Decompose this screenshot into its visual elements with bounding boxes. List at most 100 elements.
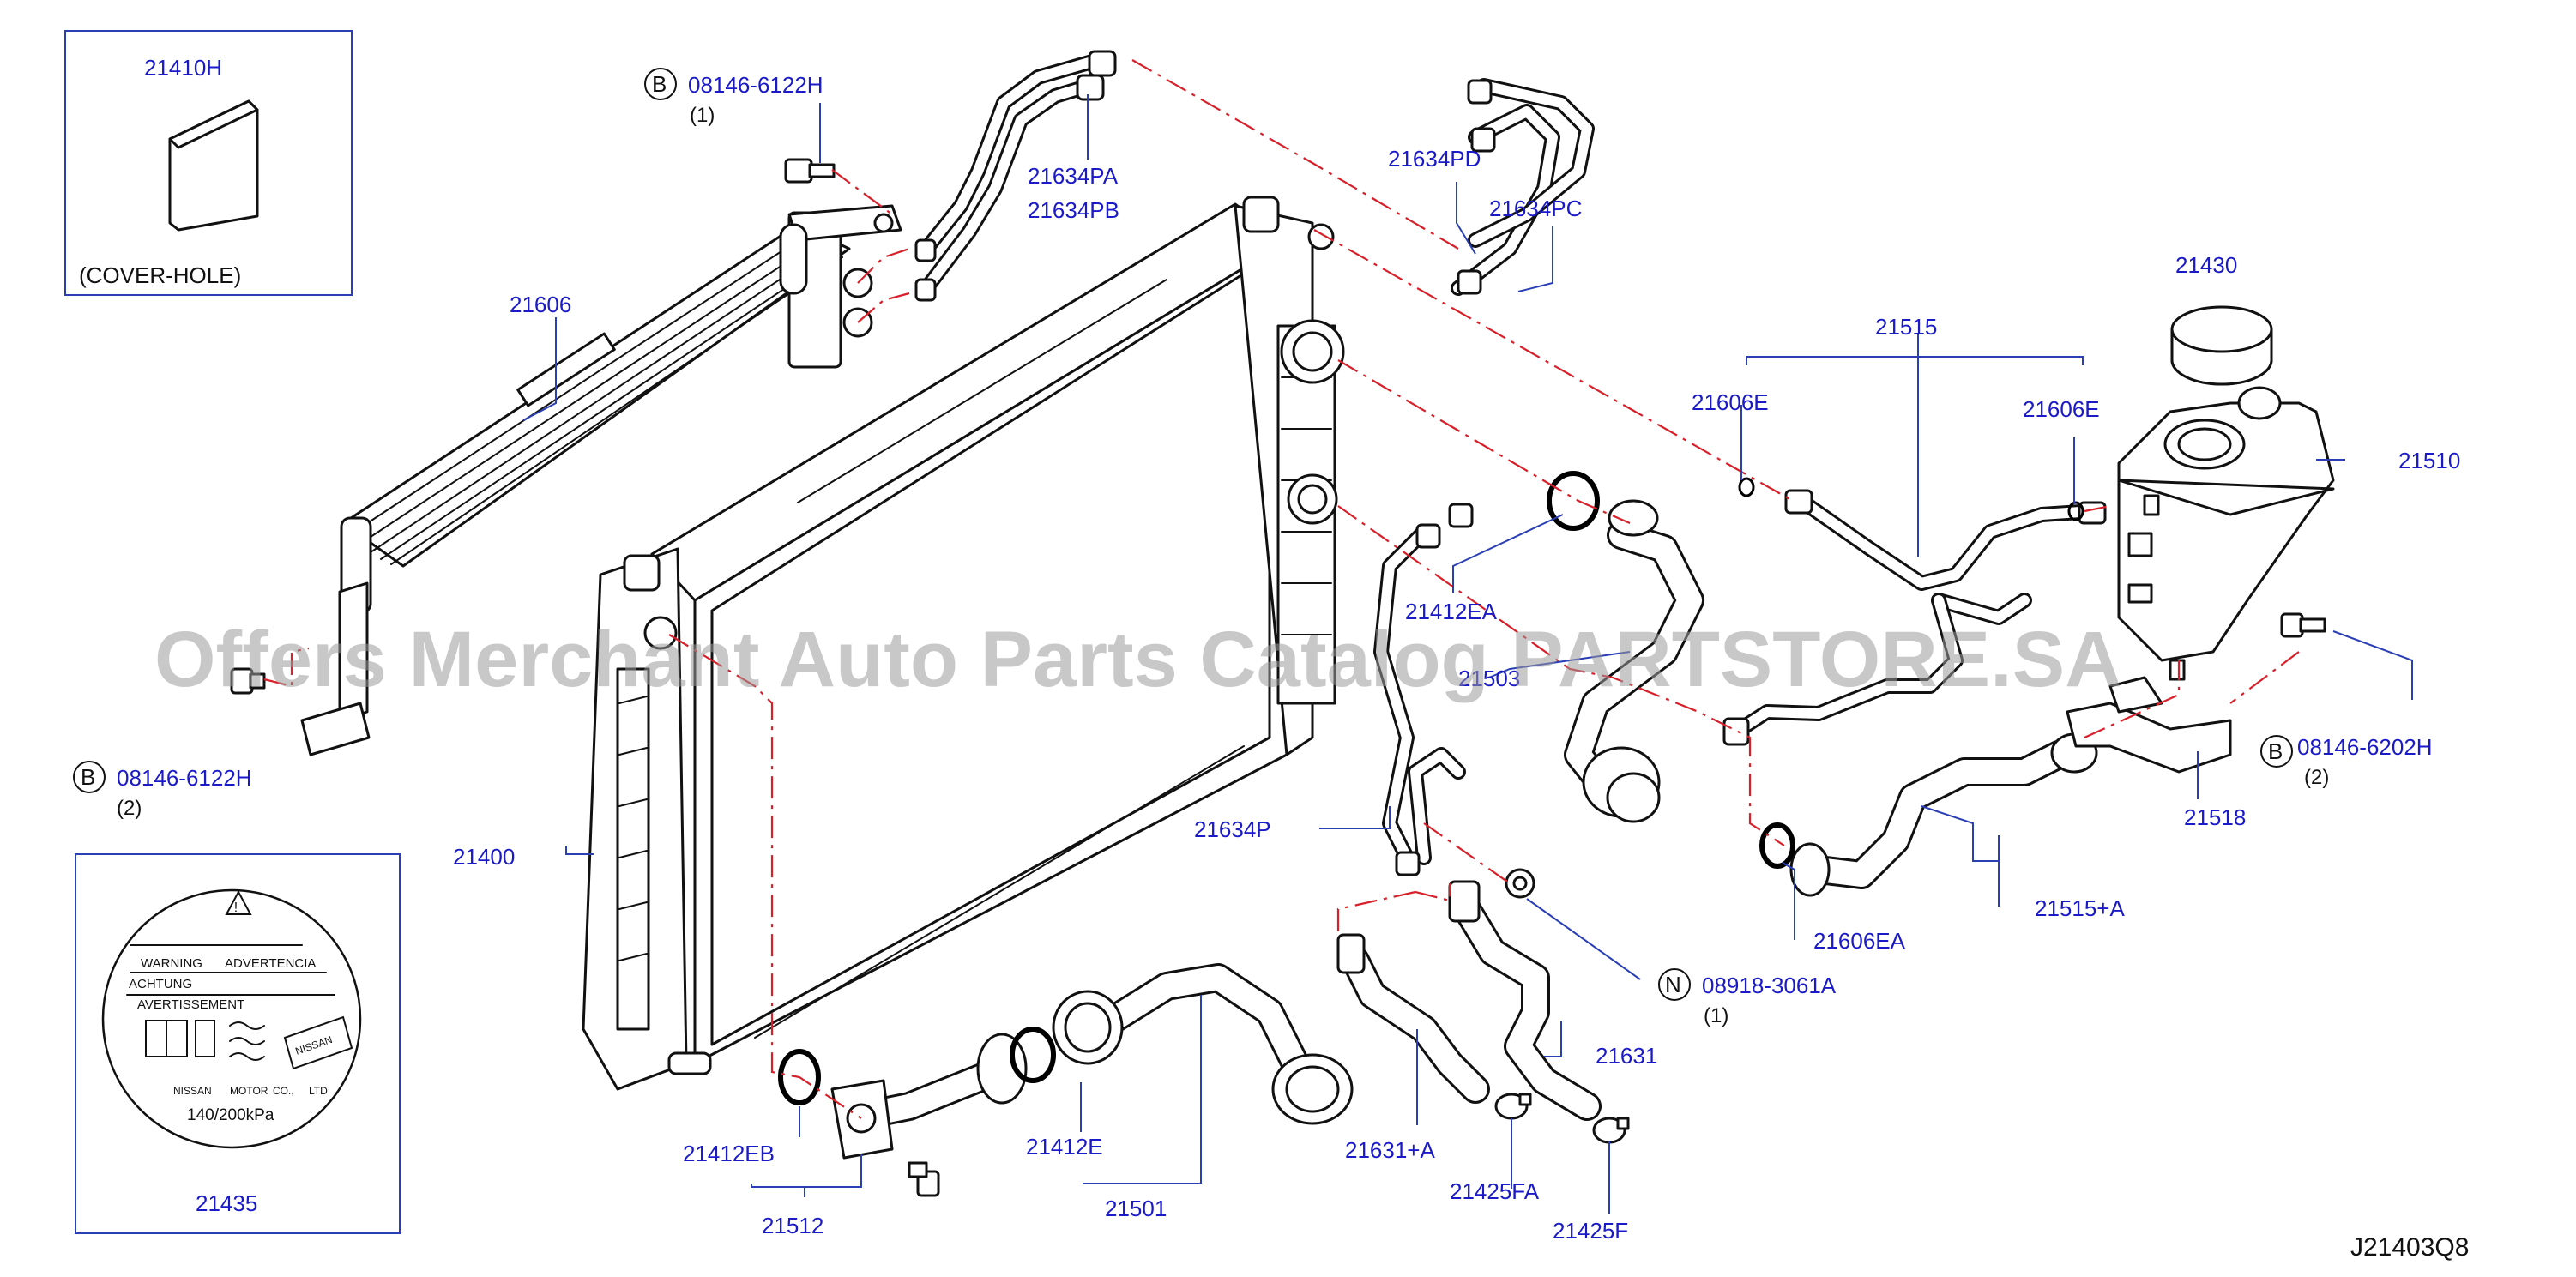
quantity-right: (2) <box>2304 766 2329 789</box>
part-number-21515-A[interactable]: 21515+A <box>2035 895 2125 921</box>
oil-cooler <box>300 204 902 756</box>
marker-n-letter: N <box>1665 972 1681 997</box>
o-ring-21412EA <box>1547 471 1600 531</box>
leader-lines <box>522 94 2413 1214</box>
oil-cooler-bracket-left <box>338 581 369 722</box>
radiator-drain-plug <box>667 1051 712 1075</box>
part-number-21400[interactable]: 21400 <box>453 844 515 870</box>
plug-08918-3061A <box>1505 868 1535 899</box>
marker-b-left: B <box>73 761 106 793</box>
part-number-08146-6122H-top[interactable]: 08146-6122H <box>688 72 823 98</box>
part-number-08918-3061A[interactable]: 08918-3061A <box>1702 973 1837 998</box>
part-number-21425F[interactable]: 21425F <box>1553 1218 1628 1244</box>
part-number-21634PB[interactable]: 21634PB <box>1028 197 1119 223</box>
label-nissan: NISSAN <box>173 1085 212 1097</box>
inset-cover-frame <box>64 30 353 296</box>
reservoir-outlet <box>2169 659 2186 681</box>
label-avertissement: AVERTISSEMENT <box>137 997 244 1012</box>
radiator-core-inner <box>710 256 1271 1046</box>
reservoir-tank-21510 <box>2117 386 2335 681</box>
reservoir-cap-21430 <box>2170 305 2273 386</box>
part-number-21435[interactable]: 21435 <box>196 1190 257 1216</box>
quantity-n: (1) <box>1704 1004 1728 1027</box>
reservoir-mark-1 <box>2127 532 2153 557</box>
part-number-21412E[interactable]: 21412E <box>1026 1134 1103 1160</box>
oil-cooler-stud <box>779 223 808 295</box>
nissan-tag-icon <box>283 1015 353 1070</box>
part-number-21631-A[interactable]: 21631+A <box>1345 1137 1435 1163</box>
lower-hose-21501 <box>1052 963 1354 1125</box>
steam-icon <box>229 1021 265 1061</box>
watermark-text: Offers Merchant Auto Parts Catalog PARTS… <box>154 616 2122 703</box>
part-number-21515[interactable]: 21515 <box>1875 314 1937 340</box>
o-ring-21606E-right <box>2067 501 2084 521</box>
part-number-08146-6122H-left[interactable]: 08146-6122H <box>117 765 252 791</box>
part-number-21518[interactable]: 21518 <box>2184 804 2246 830</box>
part-number-21634P[interactable]: 21634P <box>1194 816 1271 842</box>
label-co: CO., <box>273 1085 294 1097</box>
marker-b-right: B <box>2260 735 2293 768</box>
marker-n-right: N <box>1658 968 1691 1001</box>
part-number-08146-6202H[interactable]: 08146-6202H <box>2297 734 2433 760</box>
part-number-21634PC[interactable]: 21634PC <box>1489 196 1582 221</box>
oil-cooler-body <box>341 223 851 568</box>
hose-21631-A <box>1336 933 1490 1104</box>
radiator <box>582 196 1345 1091</box>
inset-caution-label: ! WARNING ADVERTENCIA ACHTUNG AVERTISSEM… <box>75 853 401 1234</box>
warning-triangle-icon <box>225 889 252 915</box>
o-ring-21412EB <box>778 1049 821 1105</box>
radiator-drain-cap <box>623 554 661 592</box>
part-number-21631[interactable]: 21631 <box>1596 1043 1657 1069</box>
hand-icon <box>195 1020 215 1057</box>
part-number-21510[interactable]: 21510 <box>2398 448 2460 473</box>
part-number-21606E-right[interactable]: 21606E <box>2023 396 2100 422</box>
reservoir-seam <box>2117 479 2335 516</box>
part-number-21412EA[interactable]: 21412EA <box>1405 599 1498 624</box>
cover-hole-caption: (COVER-HOLE) <box>79 262 241 288</box>
marker-b-right-letter: B <box>2268 738 2283 764</box>
marker-b-top-letter: B <box>652 71 667 97</box>
part-number-21425FA[interactable]: 21425FA <box>1450 1178 1540 1204</box>
upper-hose-21503 <box>1564 499 1704 823</box>
oil-cooler-tab <box>300 702 371 756</box>
oil-cooler-pipes-upper <box>914 50 1117 302</box>
bolt-08146-6202H <box>2280 612 2326 638</box>
bracket-body <box>2066 702 2232 774</box>
radiator-left-tank-ribs <box>616 667 650 1031</box>
part-number-21634PA[interactable]: 21634PA <box>1028 163 1119 189</box>
part-number-21634PD[interactable]: 21634PD <box>1388 146 1481 172</box>
oil-cooler-pipe-21634P <box>1373 503 1474 876</box>
marker-b-left-letter: B <box>81 764 95 790</box>
bolt-08146-6122H-left <box>230 667 266 695</box>
hose-21631 <box>1448 880 1602 1121</box>
part-number-21412EB[interactable]: 21412EB <box>683 1141 775 1166</box>
part-number-21503[interactable]: 21503 <box>1458 666 1520 691</box>
caution-label-disc <box>101 888 362 1149</box>
clamp-21425F <box>1592 1117 1630 1144</box>
reservoir-body <box>2117 401 2335 662</box>
part-number-21410H[interactable]: 21410H <box>144 55 222 81</box>
part-number-21512[interactable]: 21512 <box>762 1213 823 1238</box>
part-number-21430[interactable]: 21430 <box>2175 252 2237 278</box>
clamp-21425FA <box>1494 1093 1532 1120</box>
oil-cooler-stripe <box>516 332 616 407</box>
part-number-21606[interactable]: 21606 <box>510 292 571 317</box>
alignment-lines <box>263 59 2300 1119</box>
o-ring-21606E-left <box>1738 477 1755 497</box>
radiator-inlet-port <box>643 616 678 650</box>
part-labels: 08146-6122H (1) 21634PA 21634PB 21634PD … <box>117 72 2460 1244</box>
svg-text:!: ! <box>234 901 238 915</box>
oil-cooler-pipes-right <box>1451 78 1595 296</box>
part-number-21501[interactable]: 21501 <box>1105 1196 1167 1221</box>
reservoir-mark-2 <box>2127 583 2153 604</box>
reservoir-hose-21515 <box>1722 489 2107 746</box>
marker-b-top: B <box>644 68 677 100</box>
label-pressure: 140/200kPa <box>187 1106 274 1124</box>
part-number-21606E-left[interactable]: 21606E <box>1692 389 1769 415</box>
o-ring-21412E <box>1010 1027 1056 1083</box>
quantity-left: (2) <box>117 797 142 820</box>
label-advertencia: ADVERTENCIA <box>225 956 316 971</box>
cover-hole-top <box>168 99 259 149</box>
part-number-21606EA[interactable]: 21606EA <box>1813 928 1906 954</box>
